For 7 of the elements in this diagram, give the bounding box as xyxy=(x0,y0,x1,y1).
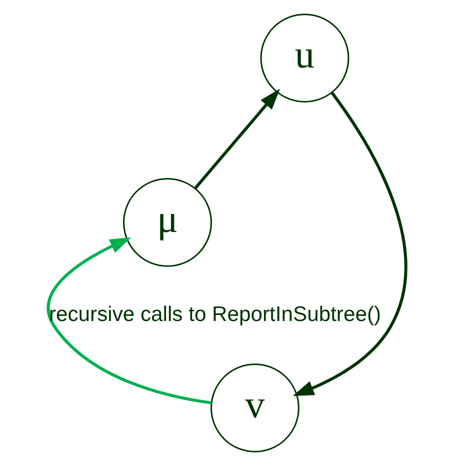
node-circle: μ xyxy=(123,178,212,267)
edge-label: recursive calls to ReportInSubtree() xyxy=(48,302,382,326)
arrow xyxy=(292,92,408,396)
arrow xyxy=(194,88,280,190)
node-circle: v xyxy=(210,363,300,452)
node-circle: u xyxy=(260,14,350,103)
arrow xyxy=(46,237,212,404)
